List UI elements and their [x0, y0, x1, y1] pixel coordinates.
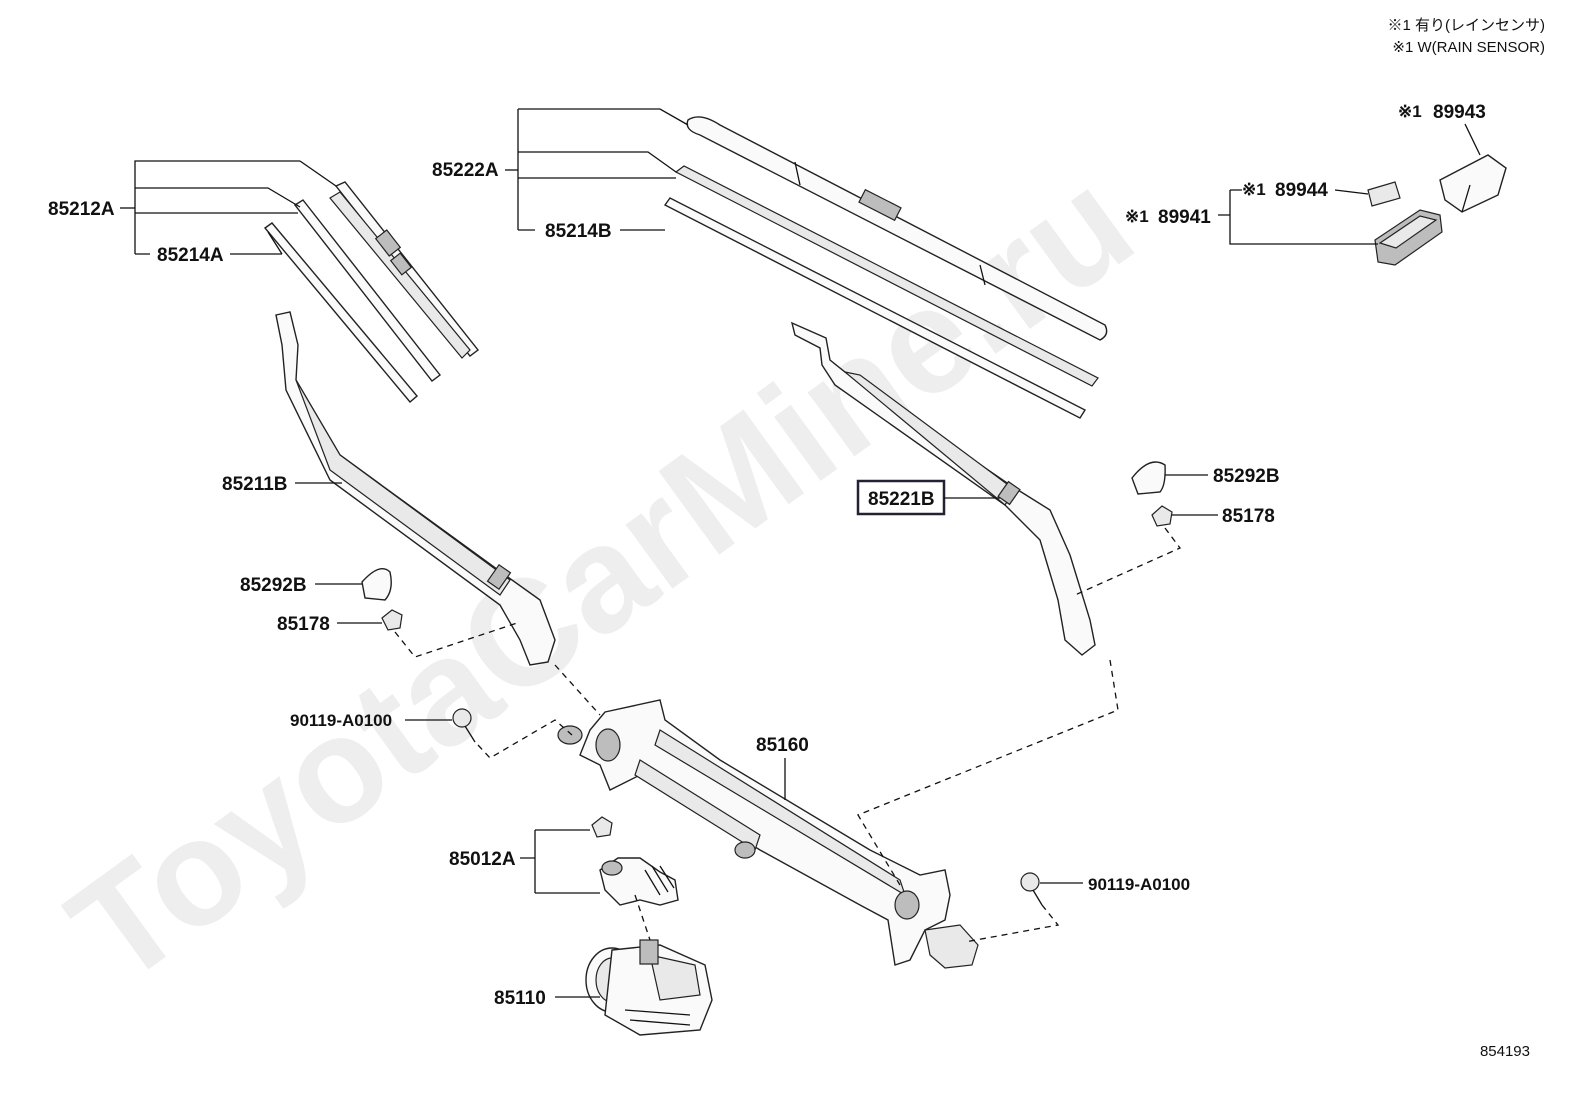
wiper-linkage-85160	[557, 699, 979, 969]
label-85214A: 85214A	[157, 245, 224, 266]
left-wiper-blade	[293, 181, 479, 382]
label-89943: 89943	[1433, 102, 1486, 123]
label-85012A: 85012A	[449, 849, 516, 870]
right-cap-85292B	[1131, 461, 1166, 495]
right-blade-insert	[663, 197, 1086, 419]
label-85292B-left: 85292B	[240, 575, 307, 596]
label-85212A: 85212A	[48, 199, 115, 220]
note-line-1: ※1 有り(レインセンサ)	[1387, 17, 1545, 34]
crank-arm-85012A	[599, 857, 679, 906]
right-wiper-arm-85221B	[790, 321, 1096, 656]
wiper-motor-85110	[585, 939, 713, 1036]
label-85160: 85160	[756, 735, 809, 756]
label-85178-right: 85178	[1222, 506, 1275, 527]
highlight-box-85221B[interactable]	[856, 479, 946, 516]
sensor-cover-89943	[1439, 154, 1507, 213]
label-85178-left: 85178	[277, 614, 330, 635]
right-nut-85178	[1151, 505, 1173, 527]
label-85110: 85110	[494, 988, 546, 1009]
label-85222A: 85222A	[432, 160, 499, 181]
left-nut-85178	[381, 609, 403, 631]
label-90119-left: 90119-A0100	[290, 711, 392, 730]
label-85221B[interactable]: 85221B	[868, 489, 935, 510]
mark-89941: ※1	[1125, 207, 1149, 226]
note-line-2: ※1 W(RAIN SENSOR)	[1392, 39, 1545, 56]
label-85292B-right: 85292B	[1213, 466, 1280, 487]
mark-89944: ※1	[1242, 180, 1266, 199]
left-bolt-90119-A0100	[452, 708, 476, 743]
label-89941: 89941	[1158, 207, 1211, 228]
sensor-pad-89944	[1367, 181, 1401, 207]
mark-89943: ※1	[1398, 102, 1422, 121]
label-90119-right: 90119-A0100	[1088, 875, 1190, 894]
left-wiper-arm-85211B	[275, 311, 556, 666]
diagram-id: 854193	[1480, 1043, 1530, 1060]
rain-sensor-89941	[1374, 209, 1443, 266]
right-bolt-90119-A0100	[1020, 872, 1043, 906]
label-89944: 89944	[1275, 180, 1328, 201]
crank-nut-85012A	[591, 816, 613, 838]
left-blade-insert	[263, 222, 418, 403]
label-85214B: 85214B	[545, 221, 612, 242]
left-cap-85292B	[361, 568, 392, 601]
right-wiper-blade	[674, 116, 1108, 387]
label-85211B: 85211B	[222, 474, 288, 495]
